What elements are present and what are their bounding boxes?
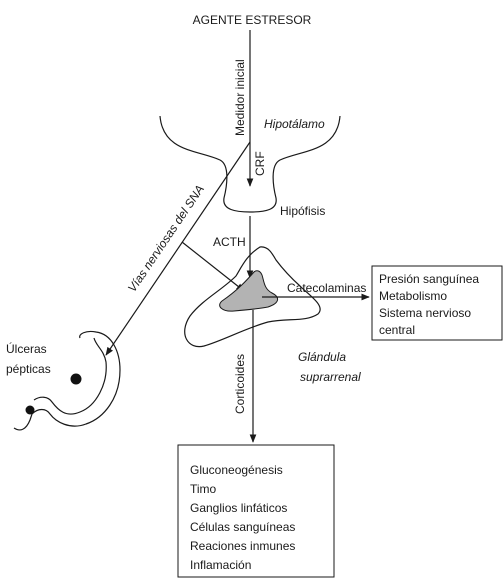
- effect-gluconeogenesis: Gluconeogénesis: [190, 463, 283, 477]
- ulcer-dot-upper: [71, 374, 82, 385]
- effect-blood-cells: Células sanguíneas: [190, 520, 295, 534]
- adrenal-label-line2: suprarrenal: [300, 370, 361, 384]
- effect-blood-pressure: Presión sanguínea: [379, 272, 479, 286]
- corticoids-label: Corticoides: [233, 354, 247, 414]
- adrenal-label-line1: Glándula: [298, 350, 346, 364]
- hypophysis-label: Hipófisis: [280, 204, 325, 218]
- crf-label: CRF: [253, 151, 267, 176]
- effect-cns-line2: central: [379, 323, 415, 337]
- adrenal-medulla: [220, 271, 278, 311]
- sna-pathways-label: Vías nerviosas del SNA: [125, 182, 207, 294]
- ulcer-dot-lower: [26, 406, 35, 415]
- initial-mediator-label: Medidor inicial: [233, 59, 247, 136]
- stressor-title: AGENTE ESTRESOR: [193, 13, 312, 27]
- ulcers-label-line1: Úlceras: [6, 341, 47, 356]
- effect-immune-reactions: Reaciones inmunes: [190, 539, 295, 553]
- effect-lymph-nodes: Ganglios linfáticos: [190, 501, 287, 515]
- effect-cns-line1: Sistema nervioso: [379, 306, 471, 320]
- effect-thymus: Timo: [190, 482, 217, 496]
- effect-metabolism: Metabolismo: [379, 289, 447, 303]
- effect-inflammation: Inflamación: [190, 558, 251, 572]
- ulcers-label-line2: pépticas: [6, 362, 51, 376]
- acth-label: ACTH: [213, 235, 246, 249]
- arrow-sna-to-adrenal: [182, 242, 244, 291]
- hypothalamus-label: Hipotálamo: [264, 117, 325, 131]
- catecholamines-label: Catecolaminas: [287, 281, 366, 295]
